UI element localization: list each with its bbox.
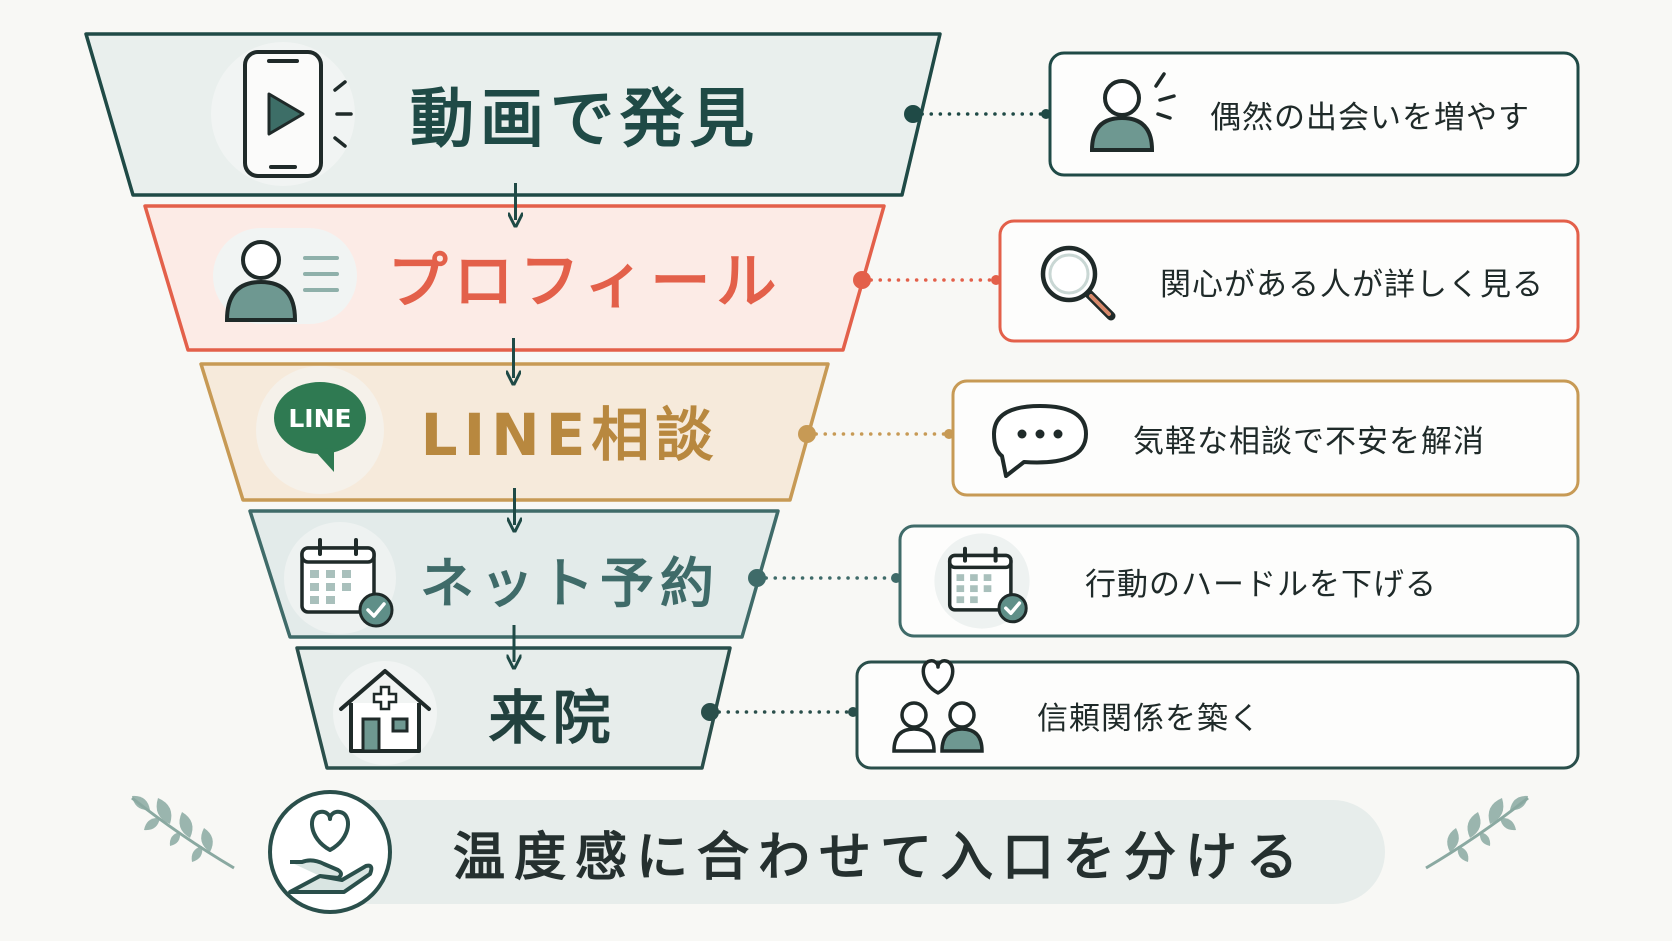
note-box-3	[898, 524, 1580, 638]
line-chat-icon: LINE	[256, 366, 384, 494]
calendar-check-icon	[284, 522, 396, 634]
stage-label-video-discovery: 動画で発見	[410, 83, 760, 157]
stage-label-visit: 来院	[488, 684, 617, 752]
note-box-0	[1048, 51, 1580, 177]
person-icon	[1089, 72, 1176, 152]
magnifier-icon	[1040, 245, 1116, 321]
hand-heart-icon	[268, 790, 392, 914]
connector-dot-3	[748, 569, 766, 587]
connector-dot-1	[853, 271, 871, 289]
speech-bubble-icon	[992, 404, 1088, 478]
stage-label-line-consult: LINE相談	[420, 401, 720, 469]
line-badge-text: LINE	[288, 404, 351, 433]
note-box-4	[855, 660, 1580, 770]
connector-dot-4	[701, 703, 719, 721]
footer-banner	[300, 800, 1385, 904]
note-text-lower-hurdle: 行動のハードルを下げる	[1085, 566, 1437, 603]
note-text-interest: 関心がある人が詳しく見る	[1160, 266, 1544, 303]
stage-label-online-booking: ネット予約	[420, 551, 720, 615]
note-box-2	[951, 379, 1580, 497]
footer-message: 温度感に合わせて入口を分ける	[452, 827, 1307, 888]
people-heart-icon	[892, 659, 984, 753]
connector-dot-0	[904, 105, 922, 123]
profile-card-icon	[213, 228, 357, 324]
connector-dot-2	[798, 425, 816, 443]
leaf-sprig-icon	[1425, 795, 1529, 870]
note-box-1	[998, 219, 1580, 343]
calendar-check-icon	[934, 533, 1030, 629]
leaf-sprig-icon	[131, 795, 235, 870]
note-text-trust: 信頼関係を築く	[1037, 700, 1261, 737]
smartphone-video-icon	[211, 42, 355, 186]
clinic-house-icon	[333, 661, 437, 765]
stage-label-profile: プロフィール	[387, 246, 783, 317]
note-text-reassurance: 気軽な相談で不安を解消	[1133, 423, 1485, 460]
note-text-serendipity: 偶然の出会いを増やす	[1210, 99, 1530, 136]
